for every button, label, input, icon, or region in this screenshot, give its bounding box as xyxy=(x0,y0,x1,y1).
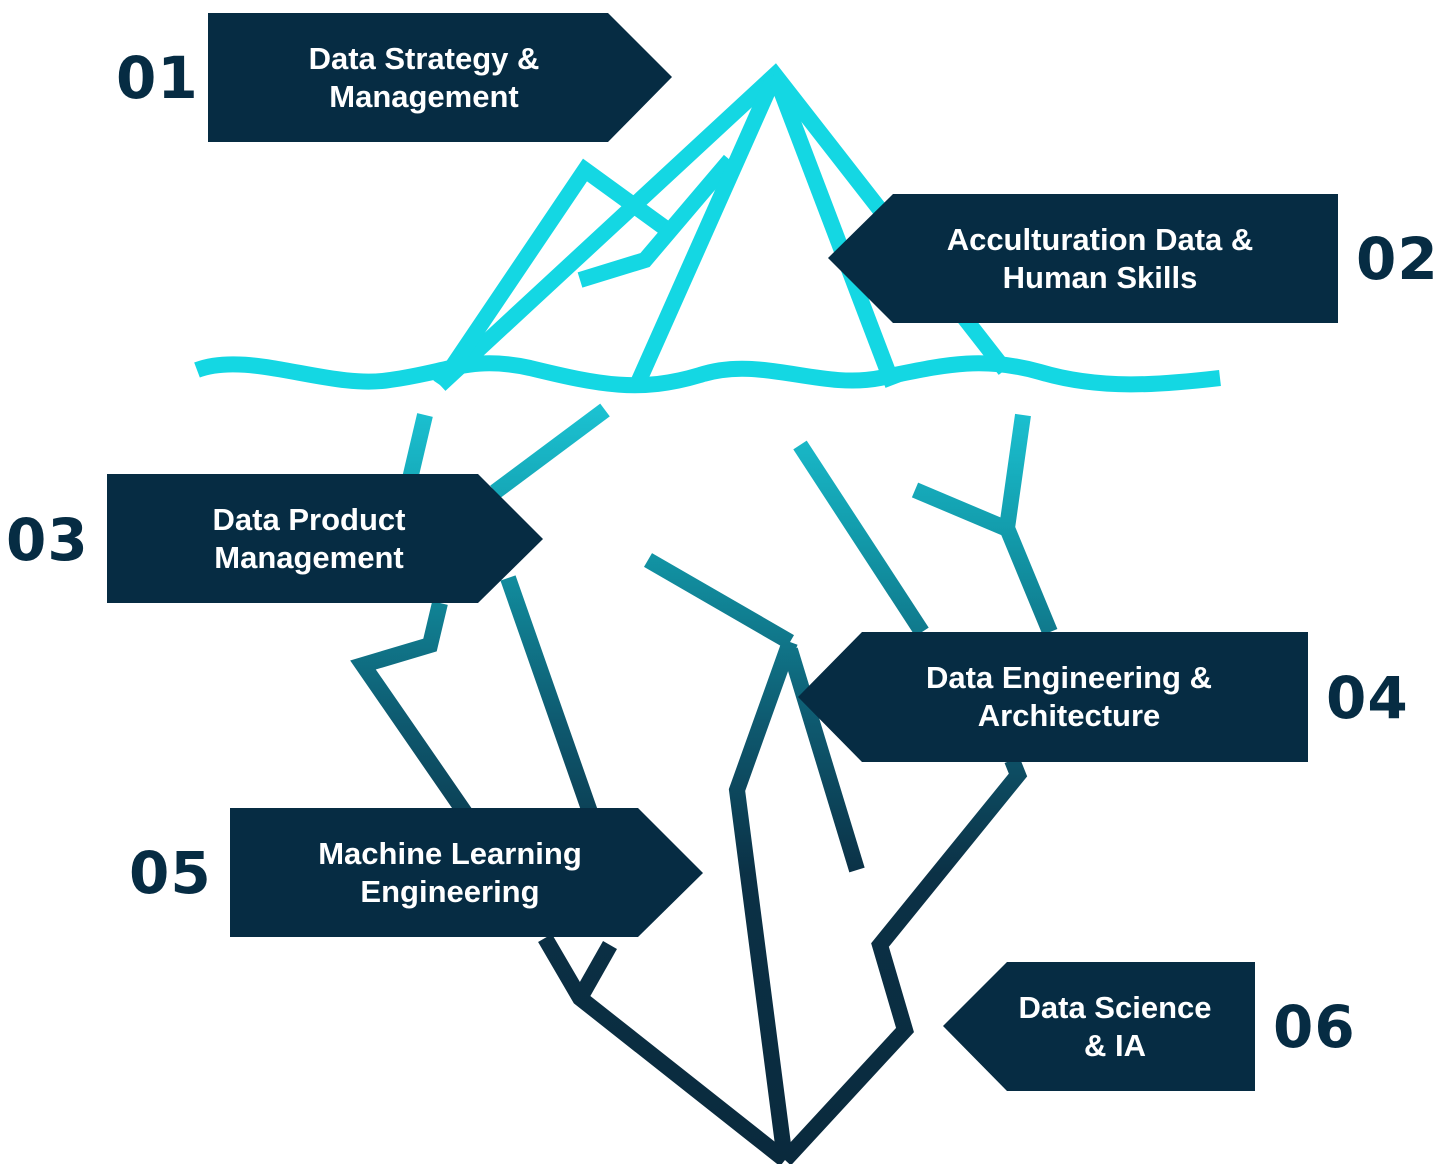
iceberg-inner-line-right xyxy=(767,72,901,388)
step-number-04: 04 xyxy=(1326,664,1409,732)
iceberg-underwater xyxy=(350,403,1058,1164)
tag-shape-03 xyxy=(107,474,543,603)
underwater-bottom-inner xyxy=(573,941,617,1002)
step-number-03: 03 xyxy=(6,506,89,574)
underwater-right-stem xyxy=(998,413,1058,636)
step-label-02: Acculturation Data & Human Skills xyxy=(946,221,1254,295)
iceberg-inner-line-left xyxy=(629,71,783,389)
step-number-02: 02 xyxy=(1356,225,1439,293)
step-label-04: Data Engineering & Architecture xyxy=(926,660,1212,733)
underwater-bottom-left xyxy=(538,933,790,1164)
tag-shape-06 xyxy=(943,962,1255,1091)
step-label-05: Machine Learning Engineering xyxy=(318,835,582,909)
step-label-06: Data Science & IA xyxy=(1018,989,1212,1063)
tag-shape-04 xyxy=(798,632,1308,762)
underwater-left-hook xyxy=(350,601,477,825)
step-label-01: Data Strategy & Management xyxy=(308,40,540,114)
iceberg-inner-ridge xyxy=(577,154,737,288)
step-number-06: 06 xyxy=(1273,993,1356,1061)
tag-shape-02 xyxy=(828,194,1338,323)
step-label-03: Data Product Management xyxy=(212,501,406,575)
underwater-right-base xyxy=(779,757,1028,1164)
underwater-right-diag xyxy=(793,440,929,637)
step-number-01: 01 xyxy=(116,44,199,112)
underwater-center-diag xyxy=(643,553,795,649)
step-number-05: 05 xyxy=(129,839,212,907)
water-line xyxy=(194,355,1221,394)
tag-shape-01 xyxy=(208,13,672,142)
underwater-right-fork xyxy=(911,482,1009,536)
underwater-left-inner xyxy=(500,575,598,815)
underwater-center-branch xyxy=(782,647,865,873)
iceberg-left-ridge xyxy=(433,158,670,390)
underwater-center-spine xyxy=(728,639,798,1162)
underwater-left-diag xyxy=(490,403,610,499)
tag-shapes xyxy=(107,13,1338,1091)
tag-shape-05 xyxy=(230,808,703,937)
